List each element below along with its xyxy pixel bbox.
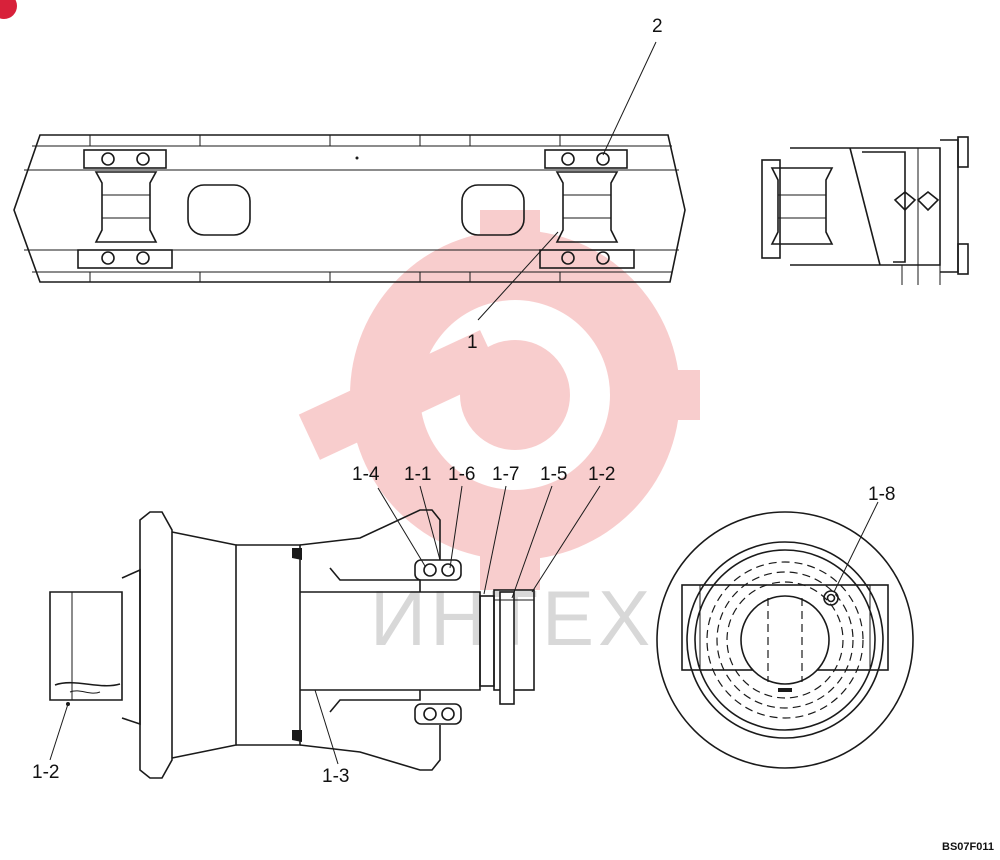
roller-end-view xyxy=(656,501,914,769)
callout-1-5: 1-5 xyxy=(540,464,567,485)
callout-1-4: 1-4 xyxy=(352,464,380,485)
callout-1-8: 1-8 xyxy=(868,484,895,505)
callout-1: 1 xyxy=(467,332,478,353)
callout-1-6: 1-6 xyxy=(448,464,475,485)
roller-cross-section xyxy=(49,485,601,779)
callout-1-7: 1-7 xyxy=(492,464,519,485)
drawing-code: BS07F011 xyxy=(942,841,994,853)
track-frame-end-view xyxy=(761,136,969,285)
callout-1-3: 1-3 xyxy=(322,766,349,787)
track-frame-side-view xyxy=(13,41,686,321)
callout-1-1: 1-1 xyxy=(404,464,431,485)
corner-marker-icon xyxy=(0,0,17,19)
track-roller-right xyxy=(539,149,635,269)
track-roller-left xyxy=(77,149,173,269)
callout-1-2-top: 1-2 xyxy=(588,464,615,485)
callout-1-2-left: 1-2 xyxy=(32,762,59,783)
watermark-gear-logo xyxy=(298,210,700,590)
callout-2: 2 xyxy=(652,16,663,37)
